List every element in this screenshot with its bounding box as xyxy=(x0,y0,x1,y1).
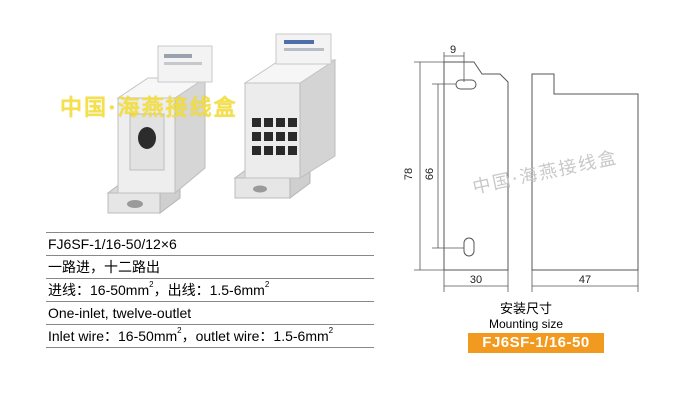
spec-model: FJ6SF-1/16-50/12×6 xyxy=(48,236,177,252)
spec-sup: 2 xyxy=(177,326,182,335)
spec-wire-cn-prefix: 进线：16-50mm xyxy=(48,282,150,298)
spec-wire-cn-mid: ，出线：1.5-6mm xyxy=(153,282,265,298)
spec-wire-en-row: Inlet wire：16-50mm2，outlet wire：1.5-6mm2 xyxy=(46,325,374,348)
spec-table: FJ6SF-1/16-50/12×6 一路进，十二路出 进线：16-50mm2，… xyxy=(46,232,374,348)
spec-wire-en-mid: ，outlet wire：1.5-6mm xyxy=(181,328,329,344)
spec-model-row: FJ6SF-1/16-50/12×6 xyxy=(46,233,374,256)
spec-desc-cn-row: 一路进，十二路出 xyxy=(46,256,374,279)
multi-outlet-block xyxy=(233,33,337,199)
spec-sup: 2 xyxy=(264,280,270,289)
mounting-label-cn: 安装尺寸 xyxy=(499,301,552,316)
product-photo xyxy=(106,33,337,214)
dim-width-front: 30 xyxy=(470,274,482,286)
spec-desc-cn: 一路进，十二路出 xyxy=(48,259,160,275)
spec-sup: 2 xyxy=(149,280,154,289)
spec-desc-en: One-inlet, twelve-outlet xyxy=(48,305,192,321)
mounting-label-en: Mounting size xyxy=(488,317,564,331)
side-view xyxy=(531,73,639,271)
front-view xyxy=(443,61,509,271)
model-banner: FJ6SF-1/16-50 xyxy=(468,333,604,353)
dim-width-side: 47 xyxy=(579,274,591,286)
dim-top-width: 9 xyxy=(450,44,456,56)
spec-desc-en-row: One-inlet, twelve-outlet xyxy=(46,302,374,325)
spec-wire-en-prefix: Inlet wire：16-50mm xyxy=(48,328,178,344)
dim-height-inner: 66 xyxy=(424,168,436,180)
dim-height-total: 78 xyxy=(403,168,415,180)
spec-sup: 2 xyxy=(328,326,334,335)
single-inlet-block xyxy=(106,45,213,214)
mounting-drawing: 9 78 66 30 47 xyxy=(403,44,639,292)
spec-wire-cn-row: 进线：16-50mm2，出线：1.5-6mm2 xyxy=(46,279,374,302)
